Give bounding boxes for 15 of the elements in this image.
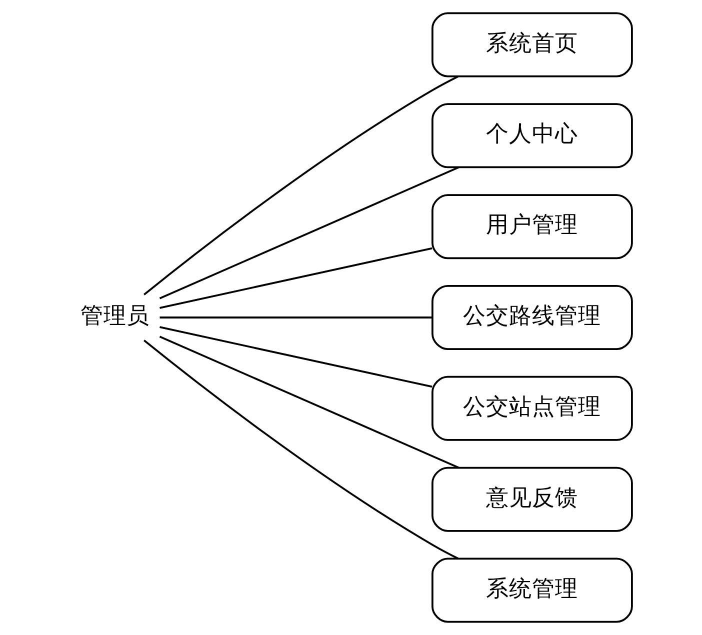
connector bbox=[160, 326, 432, 388]
connector bbox=[159, 166, 460, 300]
node-box: 用户管理 bbox=[432, 194, 633, 260]
node-box: 意见反馈 bbox=[432, 466, 633, 532]
connector bbox=[159, 336, 460, 469]
connector bbox=[144, 340, 458, 560]
connector bbox=[144, 76, 458, 296]
node-box: 公交路线管理 bbox=[432, 284, 633, 350]
connector bbox=[160, 316, 432, 318]
node-box: 个人中心 bbox=[432, 103, 633, 168]
node-box: 公交站点管理 bbox=[432, 376, 633, 441]
connector bbox=[160, 247, 432, 309]
node-box: 系统管理 bbox=[432, 558, 633, 623]
node-text: 管理员 bbox=[80, 303, 150, 330]
node-box: 系统首页 bbox=[432, 12, 633, 78]
